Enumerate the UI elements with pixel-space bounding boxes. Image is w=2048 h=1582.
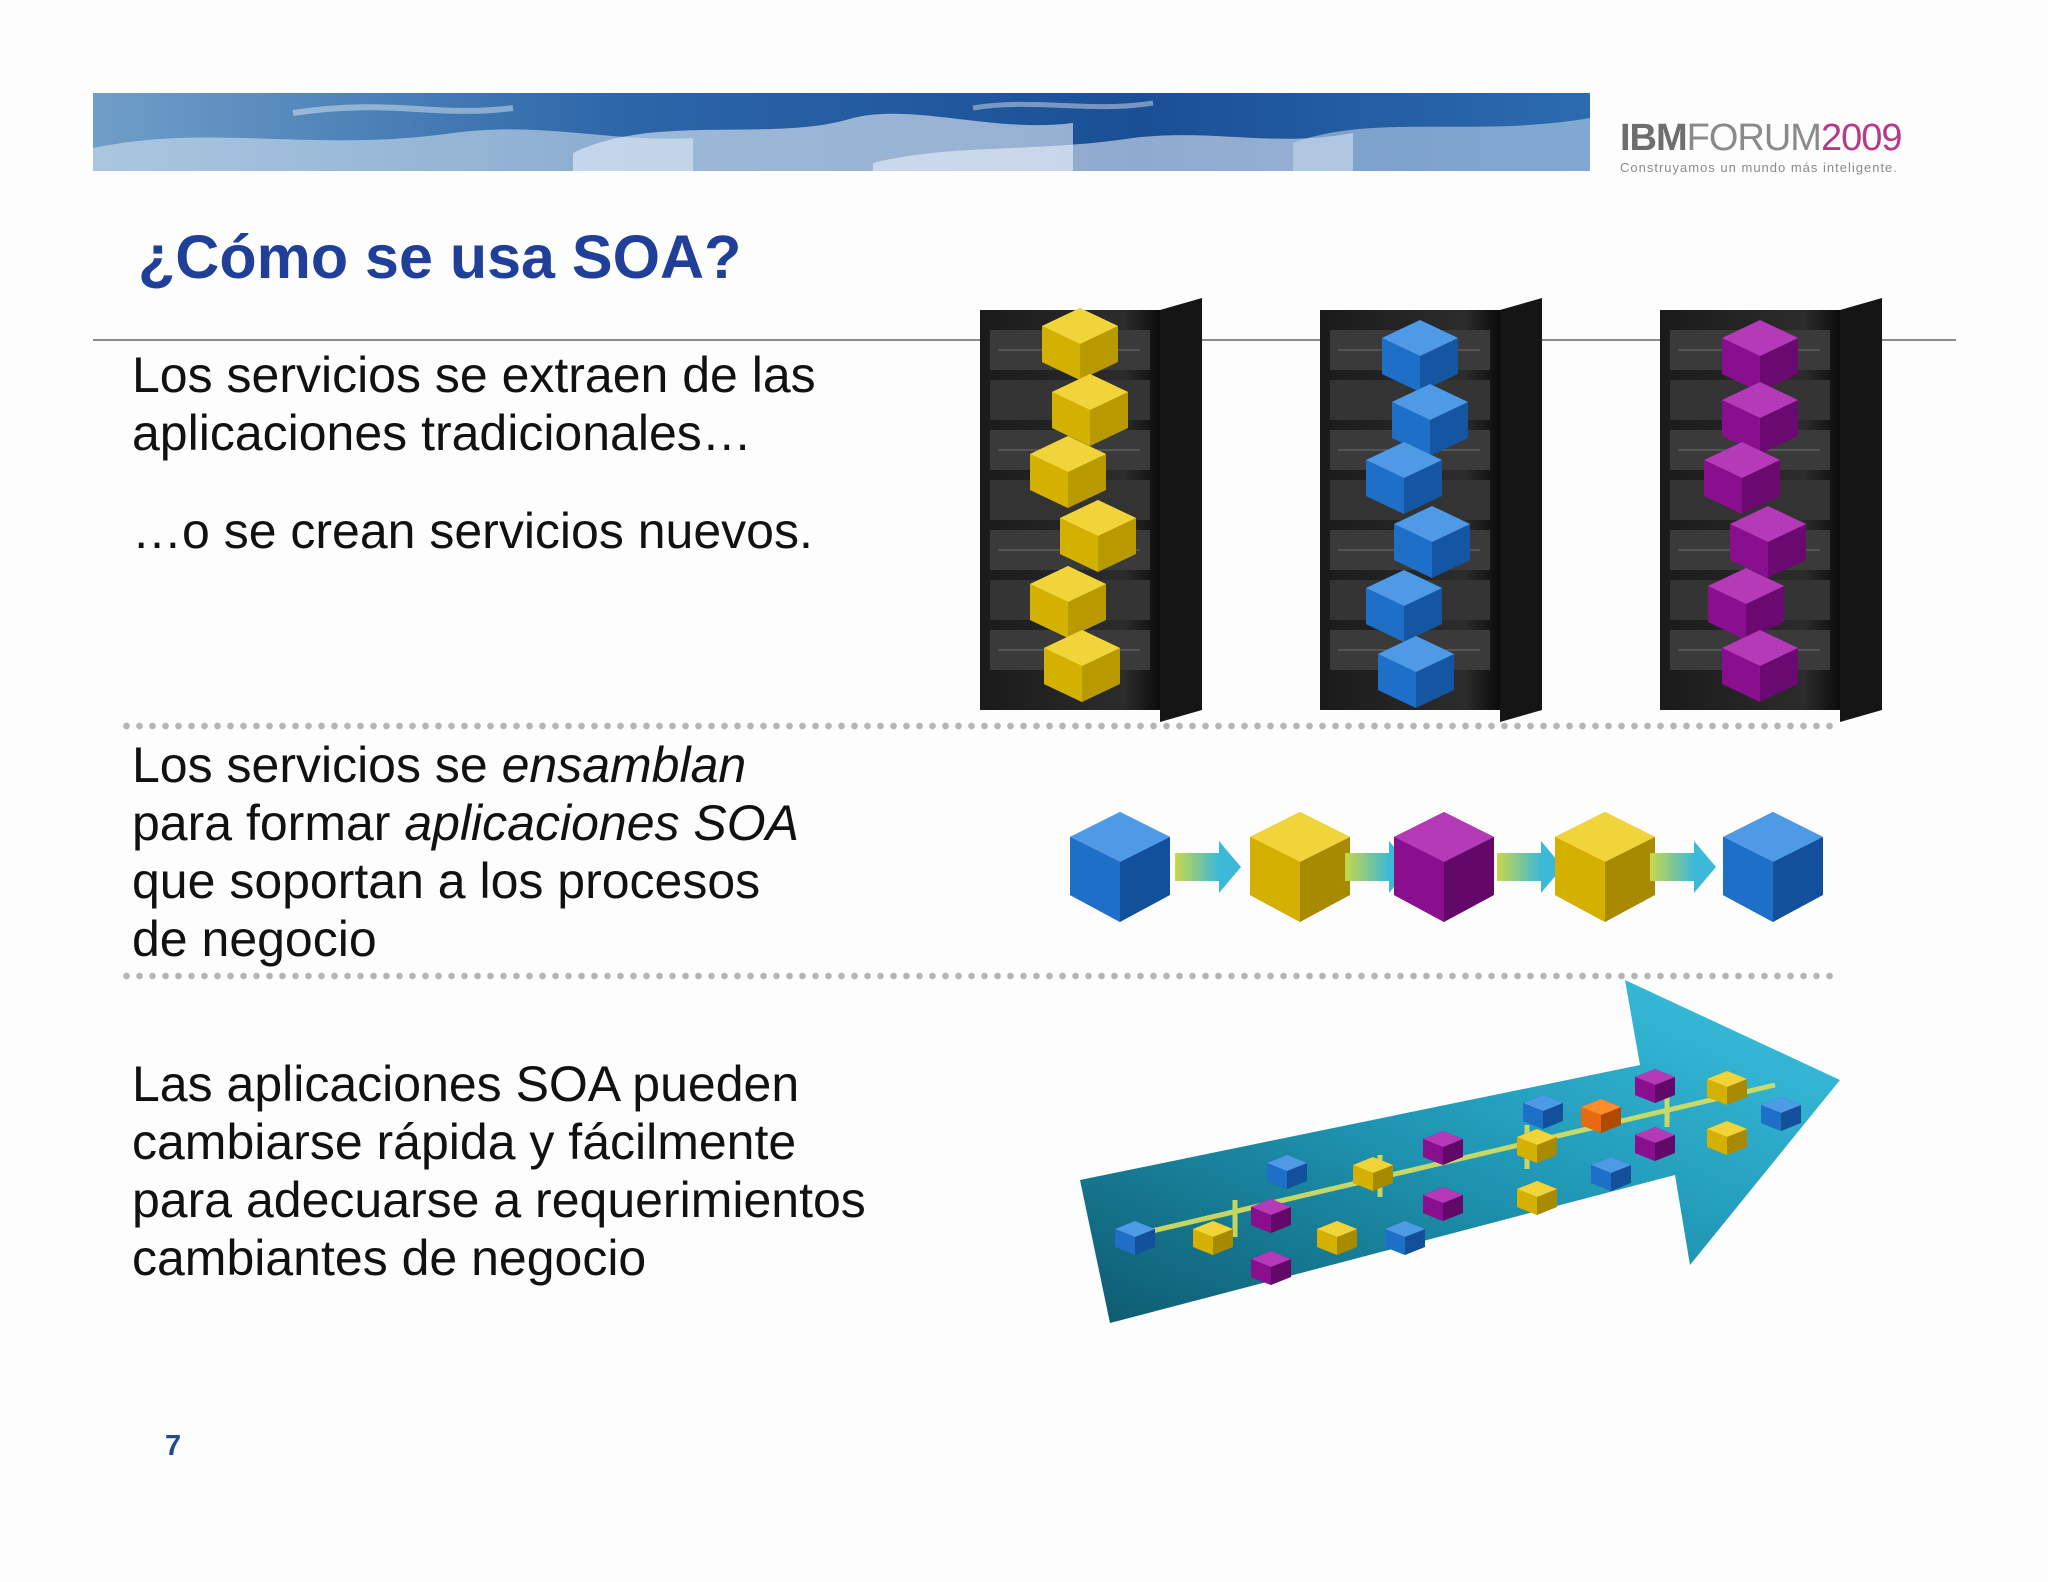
section2-line2-emphasis: aplicaciones SOA <box>404 795 799 851</box>
section1-line3: …o se crean servicios nuevos. <box>132 503 813 559</box>
section3-line3: para adecuarse a requerimientos <box>132 1172 866 1228</box>
section3-line1: Las aplicaciones SOA pueden <box>132 1056 800 1112</box>
soa-flow-arrow-illustration <box>1075 975 1855 1330</box>
logo-ibm-text: IBM <box>1620 117 1688 159</box>
section2-line1-emphasis: ensamblan <box>501 737 747 793</box>
section3-line2: cambiarse rápida y fácilmente <box>132 1114 797 1170</box>
section1-line2: aplicaciones tradicionales… <box>132 405 752 461</box>
dotted-separator <box>120 722 1838 730</box>
section2-line2: para formar aplicaciones SOA <box>132 794 799 852</box>
section2-line3: que soportan a los procesos <box>132 853 761 909</box>
section2-line1-text: Los servicios se <box>132 737 502 793</box>
service-chain-illustration <box>1065 805 1835 935</box>
slide-title: ¿Cómo se usa SOA? <box>138 223 742 291</box>
section2-line2-text: para formar <box>132 795 405 851</box>
logo-tagline: Construyamos un mundo más inteligente. <box>1620 160 1898 175</box>
header-banner-image <box>93 93 1590 171</box>
logo-forum-text: FORUM <box>1686 117 1822 159</box>
server-racks-illustration <box>979 282 1885 727</box>
ibm-forum-logo: IBMFORUM2009 Construyamos un mundo más i… <box>1620 118 1920 175</box>
section2-line1: Los servicios se ensamblan <box>132 736 746 794</box>
page-number: 7 <box>165 1430 182 1462</box>
section2-line4: de negocio <box>132 911 377 967</box>
logo-year-text: 2009 <box>1820 117 1903 159</box>
dotted-separator <box>120 972 1838 980</box>
section1-line1: Los servicios se extraen de las <box>132 347 816 403</box>
section3-line4: cambiantes de negocio <box>132 1230 647 1286</box>
